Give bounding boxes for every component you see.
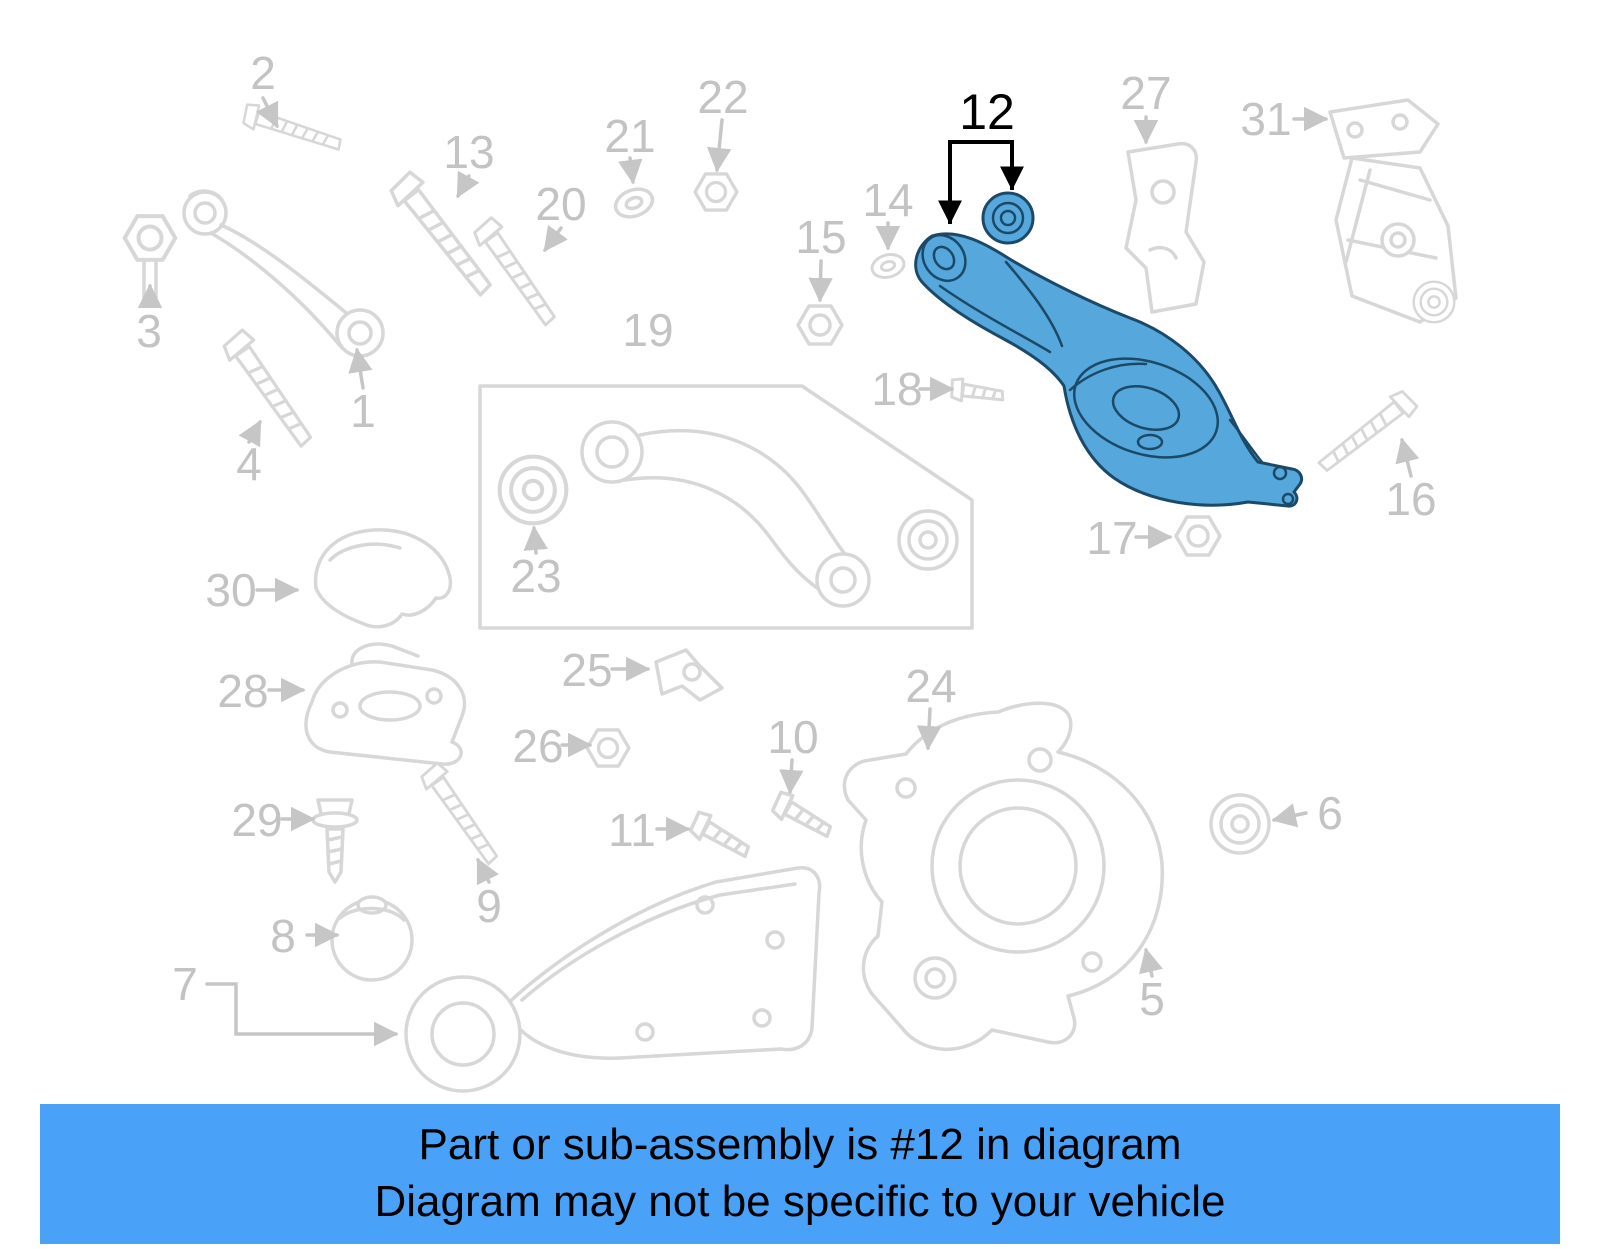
- callout-12-bracket: [938, 140, 1024, 225]
- part-label-15[interactable]: 15: [795, 211, 847, 263]
- part-label-4[interactable]: 4: [236, 438, 262, 490]
- part-1-upper-arm: [182, 189, 385, 358]
- part-16-bolt: [1312, 386, 1421, 480]
- part-label-18[interactable]: 18: [871, 363, 923, 415]
- part-label-19[interactable]: 19: [622, 304, 674, 356]
- part-label-14[interactable]: 14: [862, 174, 914, 226]
- banner-line-1: Part or sub-assembly is #12 in diagram: [418, 1120, 1182, 1170]
- part-31-bracket-assembly: [1328, 98, 1458, 324]
- part-15-nut: [796, 304, 844, 346]
- part-30-cover: [313, 528, 453, 629]
- leader-lines: [137, 96, 1420, 1047]
- part-label-10[interactable]: 10: [767, 711, 819, 763]
- part-17-nut: [1174, 515, 1222, 557]
- part-29-screw: [311, 798, 359, 884]
- part-label-25[interactable]: 25: [561, 644, 613, 696]
- part-label-20[interactable]: 20: [535, 178, 587, 230]
- part-10-bolt: [767, 787, 838, 846]
- part-label-26[interactable]: 26: [512, 720, 564, 772]
- part-6-bushing: [1209, 793, 1271, 855]
- part-18-bolt: [948, 375, 1007, 409]
- part-9-bolt: [416, 759, 506, 870]
- part-label-21[interactable]: 21: [604, 110, 656, 162]
- part-7-trailing-arm: [404, 866, 822, 1093]
- part-label-17[interactable]: 17: [1086, 512, 1138, 564]
- info-banner: Part or sub-assembly is #12 in diagram D…: [40, 1104, 1560, 1244]
- part-20-bolt: [468, 214, 564, 332]
- part-label-31[interactable]: 31: [1240, 93, 1292, 145]
- part-label-30[interactable]: 30: [205, 564, 257, 616]
- part-8-bushing: [330, 895, 414, 982]
- parts-diagram-svg: [0, 96, 1458, 1093]
- part-label-27[interactable]: 27: [1120, 67, 1172, 119]
- part-26-nut: [585, 728, 631, 768]
- part-label-2[interactable]: 2: [250, 47, 276, 99]
- part-label-28[interactable]: 28: [217, 665, 269, 717]
- part-label-23[interactable]: 23: [510, 550, 562, 602]
- part-label-3[interactable]: 3: [136, 305, 162, 357]
- highlighted-part-12[interactable]: [914, 191, 1304, 508]
- part-28-bracket: [304, 642, 467, 766]
- part-label-29[interactable]: 29: [231, 794, 283, 846]
- banner-line-2: Diagram may not be specific to your vehi…: [374, 1177, 1226, 1226]
- part-22-nut: [693, 172, 739, 212]
- part-label-8[interactable]: 8: [270, 910, 296, 962]
- part-4-bolt: [218, 326, 321, 454]
- part-label-5[interactable]: 5: [1139, 973, 1165, 1025]
- part-label-24[interactable]: 24: [905, 660, 957, 712]
- part-27-bracket: [1124, 141, 1206, 314]
- part-label-9[interactable]: 9: [476, 880, 502, 932]
- part-14-washer: [868, 249, 908, 283]
- part-label-12[interactable]: 12: [959, 84, 1015, 140]
- part-label-1[interactable]: 1: [350, 385, 376, 437]
- part-label-7[interactable]: 7: [172, 958, 198, 1010]
- part-5-knuckle: [842, 701, 1164, 1052]
- part-label-13[interactable]: 13: [443, 126, 495, 178]
- part-label-22[interactable]: 22: [697, 71, 749, 123]
- part-label-16[interactable]: 16: [1385, 473, 1437, 525]
- part-label-6[interactable]: 6: [1317, 787, 1343, 839]
- part-25-clip: [654, 648, 724, 702]
- part-2-bolt: [239, 100, 346, 158]
- part-label-11[interactable]: 11: [608, 804, 656, 856]
- part-21-washer: [609, 182, 659, 224]
- part-11-bolt: [685, 807, 756, 866]
- part-19-group-box: [478, 384, 974, 630]
